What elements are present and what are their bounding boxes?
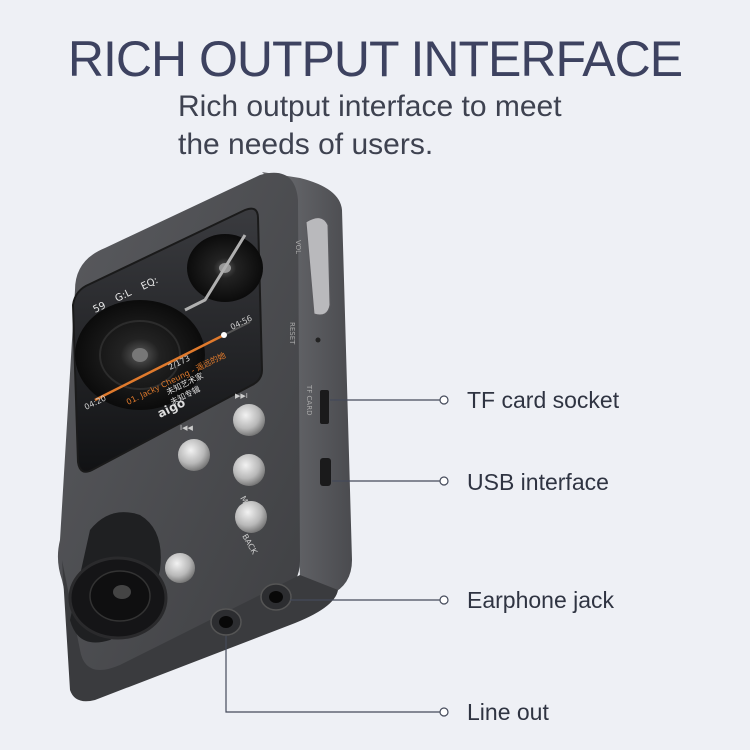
subtitle-line-2: the needs of users. — [178, 128, 434, 161]
callout-label-earphone: Earphone jack — [467, 587, 615, 613]
play-button[interactable] — [165, 553, 195, 583]
vol-label: VOL — [294, 240, 302, 254]
next-button[interactable] — [233, 404, 265, 436]
callout-label-usb: USB interface — [467, 469, 609, 495]
subtitle-line-1: Rich output interface to meet — [178, 90, 562, 123]
display-screen: 59 G:L EQ: 04:20 04:56 2/173 01. Jacky C… — [71, 207, 264, 473]
usb-port[interactable] — [320, 458, 331, 486]
next-button-label: ▶▶I — [235, 392, 248, 400]
callout-dot-tf — [439, 395, 449, 405]
reset-pinhole[interactable] — [315, 337, 321, 343]
volume-knob[interactable] — [68, 512, 168, 643]
prev-button-label: I◀◀ — [180, 424, 193, 432]
volume-rocker[interactable] — [305, 217, 331, 316]
page-subtitle: Rich output interface to meet the needs … — [178, 88, 698, 164]
prev-button[interactable] — [178, 439, 210, 471]
callout-dot-lineout — [439, 707, 449, 717]
back-button[interactable] — [235, 501, 267, 533]
callout-label-line-out: Line out — [467, 699, 549, 725]
reset-label: RESET — [288, 322, 296, 345]
volume-readout: 59 — [91, 300, 107, 315]
page-title: RICH OUTPUT INTERFACE — [67, 31, 683, 87]
tf-card-socket[interactable] — [320, 390, 329, 424]
tonearm-icon — [184, 234, 247, 312]
progress-fill — [94, 333, 225, 402]
callout-dot-earphone — [439, 595, 449, 605]
callout-line-lineout — [225, 636, 444, 713]
callout-label-tf-card: TF card socket — [467, 387, 620, 413]
callout-dot-usb — [439, 476, 449, 486]
menu-button[interactable] — [233, 454, 265, 486]
tf-card-label: TF CARD — [305, 384, 313, 415]
